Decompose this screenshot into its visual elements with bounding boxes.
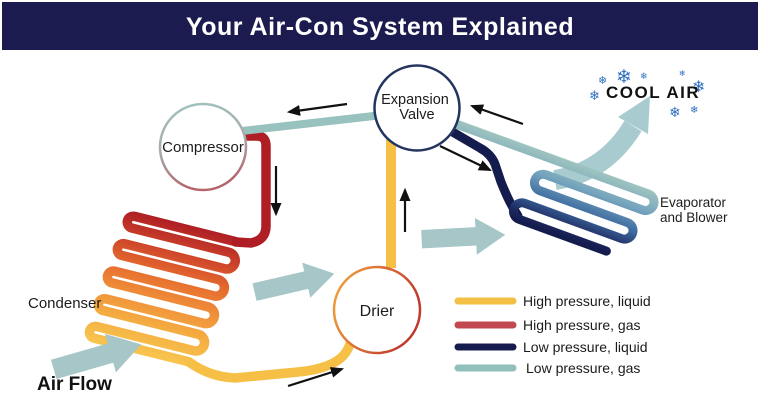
snowflake-icon: ❄ <box>589 89 600 104</box>
air-flow-arrow-shape <box>421 217 506 255</box>
compressor-node: Compressor <box>158 102 248 192</box>
drier-node: Drier <box>332 265 422 355</box>
air-flow-label: Air Flow <box>37 374 112 395</box>
cool-air-label: COOL AIR <box>606 83 700 102</box>
evaporator-coil <box>375 91 659 256</box>
snowflake-icon: ❄ <box>690 105 698 116</box>
snowflake-icon: ❄ <box>692 77 705 96</box>
snowflake-icon: ❄ <box>616 66 632 88</box>
evaporator-label: Evaporator and Blower <box>660 195 730 225</box>
title-bar <box>2 2 758 50</box>
air-flow-arrow-shape <box>252 262 335 301</box>
legend-label-high-pressure-liquid: High pressure, liquid <box>523 293 651 309</box>
air-flow-arrow-condenser <box>252 262 335 301</box>
air-flow-arrow-shape <box>50 333 142 380</box>
expansion-valve-circle <box>373 64 461 152</box>
compressor-circle <box>158 102 248 192</box>
drier-circle <box>332 265 422 355</box>
snowflakes: ❄ ❄ ❄ ❄ ❄ ❄ ❄ ❄ <box>589 66 705 121</box>
flow-arrows <box>270 102 524 388</box>
snowflake-icon: ❄ <box>669 105 681 121</box>
expansion-valve-node: Expansion Valve <box>373 64 461 152</box>
snowflake-icon: ❄ <box>640 72 648 82</box>
condenser-label: Condenser <box>28 295 101 312</box>
pipe-evaporator-to-compressor <box>238 109 404 135</box>
page-title: Your Air-Con System Explained <box>186 13 574 41</box>
flow-arrow-to-evaporator <box>439 145 492 171</box>
drier-label: Drier <box>360 303 395 320</box>
legend-label-high-pressure-gas: High pressure, gas <box>523 317 641 333</box>
flow-arrow-to-expansion-valve <box>469 104 524 126</box>
expansion-valve-label: Expansion Valve <box>381 92 453 123</box>
legend-label-low-pressure-gas: Low pressure, gas <box>526 360 640 376</box>
pipe-expansion-valve-to-evaporator <box>439 122 523 221</box>
condenser-serpentine <box>84 211 241 367</box>
flow-arrow-to-compressor <box>286 102 348 116</box>
snowflake-icon: ❄ <box>598 74 607 87</box>
evaporator-serpentine <box>375 91 659 256</box>
compressor-label: Compressor <box>162 139 244 156</box>
pipe-condenser-to-drier <box>184 334 356 383</box>
air-flow-arrow-evaporator <box>421 217 506 255</box>
pipe-compressor-to-condenser <box>231 131 271 248</box>
condenser-coil <box>84 211 241 367</box>
legend-label-low-pressure-liquid: Low pressure, liquid <box>523 339 648 355</box>
snowflake-icon: ❄ <box>679 69 686 78</box>
air-flow-arrow-intake <box>50 333 142 380</box>
cool-air-arrow-head <box>618 96 650 134</box>
flow-arrow-to-drier <box>287 367 345 388</box>
legend: High pressure, liquid High pressure, gas… <box>454 293 651 376</box>
